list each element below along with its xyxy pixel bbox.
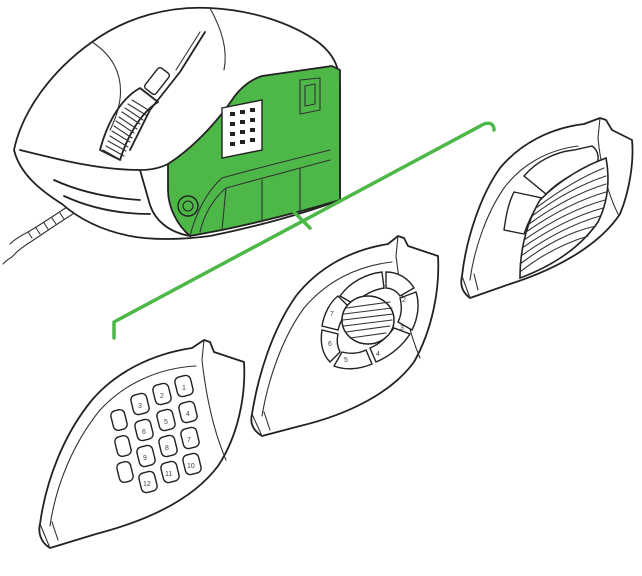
- digit-label: 4: [186, 411, 190, 418]
- digit-label: 1: [182, 385, 186, 392]
- mouse-body-icon: [2, 6, 341, 265]
- thumb-button-ring: [320, 271, 419, 370]
- button-digits-7: 1 2 3 4 5 6 7: [328, 281, 406, 364]
- center-grip-icon: [341, 295, 395, 345]
- digit-label: 11: [165, 471, 172, 478]
- digit-label: 6: [328, 341, 332, 348]
- swap-arrow-icon: [112, 121, 496, 340]
- button-digits-12: 1 2 3 4 5 6 7 8 9 10 11 12: [138, 385, 195, 488]
- digit-label: 5: [164, 419, 168, 426]
- thumb-button-grid: [110, 374, 202, 494]
- digit-label: 4: [376, 351, 380, 358]
- digit-label: 1: [384, 281, 388, 288]
- digit-label: 7: [187, 437, 191, 444]
- dpi-button-icon: [143, 66, 171, 96]
- digit-label: 3: [400, 325, 404, 332]
- digit-label: 6: [142, 429, 146, 436]
- digit-label: 2: [402, 297, 406, 304]
- digit-label: 2: [160, 393, 164, 400]
- digit-label: 5: [344, 357, 348, 364]
- digit-label: 12: [143, 481, 151, 488]
- scroll-wheel-icon: [99, 87, 159, 161]
- digit-label: 8: [165, 445, 169, 452]
- cable-icon: [2, 204, 77, 265]
- side-panel-12-button-icon: 1 2 3 4 5 6 7 8 9 10 11 12: [38, 339, 246, 549]
- grip-texture-icon: [519, 156, 609, 280]
- connector-pad-icon: [221, 99, 263, 159]
- side-panel-2-button-icon: [460, 117, 634, 299]
- side-panel-7-button-icon: 1 2 3 4 5 6 7: [250, 235, 440, 437]
- digit-label: 3: [138, 403, 142, 410]
- digit-label: 9: [143, 455, 147, 462]
- digit-label: 7: [330, 311, 334, 318]
- digit-label: 10: [187, 463, 195, 470]
